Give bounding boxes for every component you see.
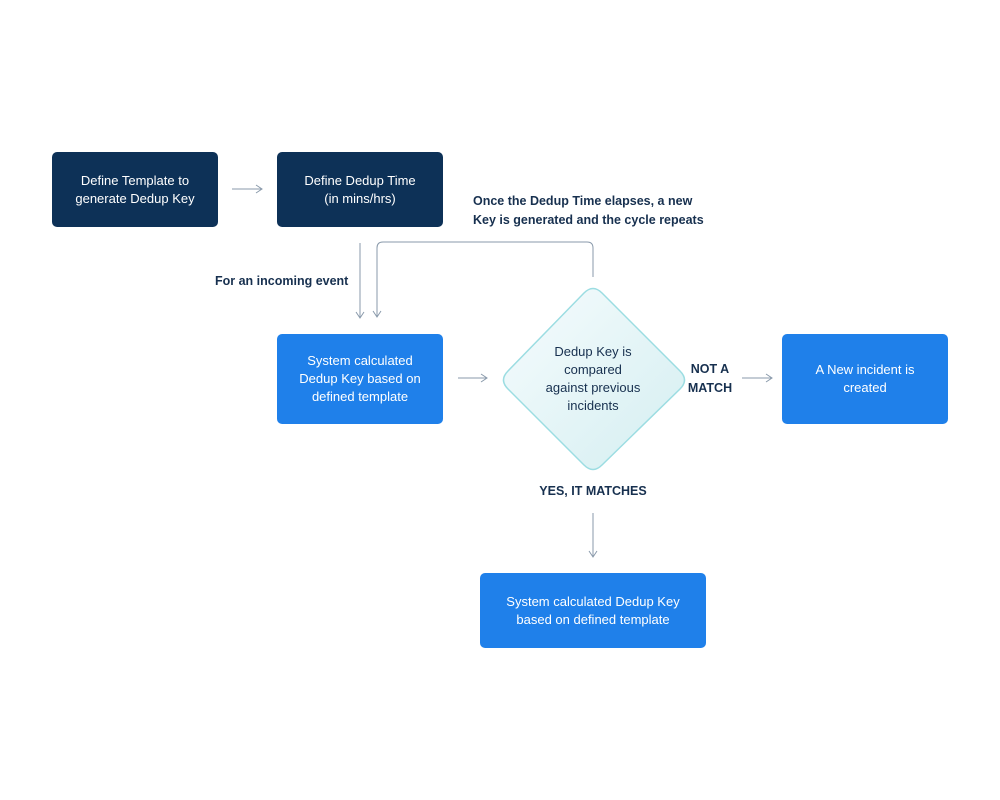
match-result-box: System calculated Dedup Key based on def… xyxy=(480,573,706,648)
incoming-event-label: For an incoming event xyxy=(215,274,349,288)
new-incident-box: A New incident is created xyxy=(782,334,948,424)
not-a-match-label: NOT A MATCH xyxy=(687,362,733,395)
cycle-note-label: Once the Dedup Time elapses, a new Key i… xyxy=(473,194,704,227)
decision-text: Dedup Key is compared against previous i… xyxy=(545,344,641,413)
define-template-box: Define Template to generate Dedup Key xyxy=(52,152,218,227)
arrowhead-incoming-event xyxy=(355,311,365,319)
arrowhead-cycle-loop xyxy=(372,310,382,318)
arrow-cycle-loop xyxy=(376,241,594,317)
arrowhead-decision-to-new xyxy=(765,373,773,383)
arrowhead-decision-to-match xyxy=(588,550,598,558)
decision-diamond xyxy=(502,287,686,471)
arrowhead-calc-to-decision xyxy=(480,373,488,383)
arrowhead-template-to-time xyxy=(255,184,263,194)
define-dedup-time-box: Define Dedup Time (in mins/hrs) xyxy=(277,152,443,227)
system-calculated-key-box: System calculated Dedup Key based on def… xyxy=(277,334,443,424)
yes-it-matches-label: YES, IT MATCHES xyxy=(539,484,647,498)
